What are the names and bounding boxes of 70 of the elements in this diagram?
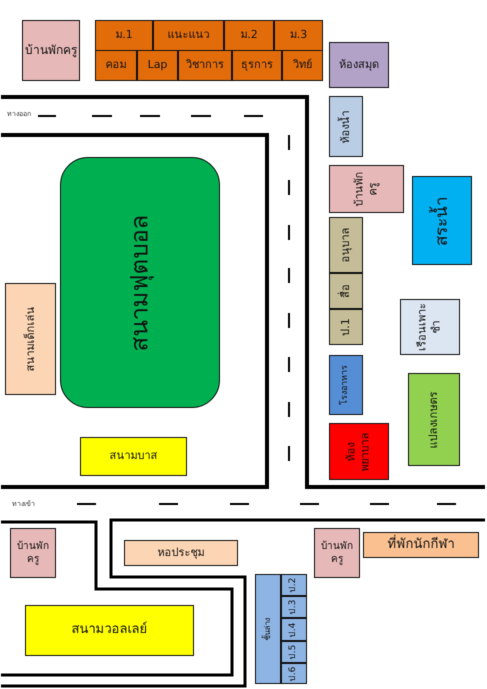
- building-box: [178, 50, 232, 81]
- place-name: ม.3: [290, 28, 308, 43]
- place-name: สนามวอลเลย์: [72, 622, 148, 639]
- place-name: ป.3: [288, 599, 300, 615]
- building-box: [255, 574, 281, 684]
- building-box: [281, 618, 307, 641]
- building-box: [22, 20, 80, 81]
- building-box: [95, 50, 137, 81]
- place-name: ป.5: [288, 644, 300, 660]
- building-box: [5, 283, 56, 395]
- place-name: ห้องสมุด: [339, 58, 379, 72]
- place-name: ห้องน้ำ: [338, 109, 353, 145]
- building-box: [95, 20, 153, 51]
- building-box: [232, 50, 282, 81]
- place-name: ป.1: [338, 317, 353, 338]
- building-box: [329, 165, 404, 213]
- place-name: อนุบาล: [338, 226, 353, 264]
- place-name: Lap: [148, 58, 168, 73]
- building-box: [282, 50, 323, 81]
- place-name: บ้านพักครู: [25, 42, 77, 58]
- building-box: [281, 574, 307, 596]
- place-name: บ้านพักครู: [320, 540, 354, 566]
- place-name: เรือนเพาะชำ: [416, 302, 444, 352]
- place-name: แนะแนว: [168, 28, 210, 43]
- place-name: สระน้ำ: [430, 179, 454, 262]
- building-box: [281, 663, 307, 684]
- building-box: [363, 532, 479, 558]
- place-name: ชั้นล่าง: [262, 616, 273, 642]
- building-box: [329, 309, 363, 345]
- place-name: ที่พักนักกีฬา: [388, 536, 454, 554]
- building-box: [153, 20, 224, 51]
- place-name: ม.1: [115, 28, 133, 43]
- place-name: ห้องพยาบาล: [344, 431, 373, 474]
- place-name: ป.2: [288, 577, 300, 593]
- place-name: สนามเด็กเล่น: [23, 306, 38, 374]
- place-name: วิชาการ: [186, 58, 224, 73]
- building-box: [329, 423, 389, 480]
- place-name: บ้านพักครู: [16, 540, 50, 566]
- building-box: [274, 20, 323, 51]
- place-name: สนามบาส: [110, 449, 158, 464]
- place-name: ม.2: [240, 28, 258, 43]
- building-box: [281, 596, 307, 618]
- place-name: ธุรการ: [241, 58, 273, 73]
- place-name: หอประชุม: [158, 546, 204, 560]
- building-box: [281, 641, 307, 663]
- building-box: [10, 528, 56, 578]
- field-shape: [60, 157, 220, 408]
- building-box: [329, 42, 389, 88]
- place-name: แปลงเกษตร: [426, 390, 441, 450]
- building-box: [80, 437, 187, 476]
- building-box: [25, 605, 194, 656]
- building-box: [329, 96, 363, 157]
- building-box: [314, 528, 360, 578]
- building-box: [224, 20, 274, 51]
- place-name: สนามฟุตบอล: [124, 213, 155, 353]
- place-name: บ้านพักครู: [352, 170, 380, 208]
- building-box: [137, 50, 178, 81]
- building-box: [329, 355, 363, 415]
- building-box: [412, 176, 472, 265]
- place-name: สื่อ: [338, 283, 353, 300]
- place-name: โรงอาหาร: [340, 364, 352, 407]
- place-name: วิทย์: [293, 58, 312, 73]
- building-box: [329, 217, 363, 273]
- building-box: [408, 373, 460, 466]
- building-box: [400, 299, 460, 355]
- place-name: คอม: [106, 58, 126, 73]
- building-box: [329, 273, 363, 309]
- building-box: [124, 540, 238, 566]
- place-name: ป.6: [288, 666, 300, 681]
- place-name: ป.4: [288, 621, 300, 638]
